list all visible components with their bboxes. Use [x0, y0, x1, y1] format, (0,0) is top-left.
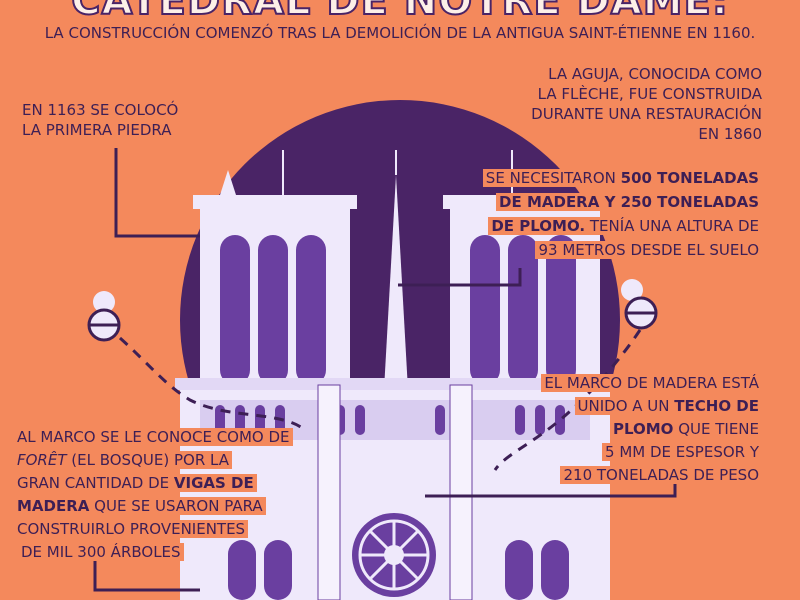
annotation-line: LA FLÈCHE, FUE CONSTRUIDA [537, 85, 762, 103]
annotation-line: LA PRIMERA PIEDRA [22, 121, 172, 139]
page-title: CATEDRAL DE NOTRE DAME: [70, 0, 729, 25]
annotation-text: 5 MM DE ESPESOR Y [602, 443, 762, 461]
rose-window-icon [352, 513, 436, 597]
annotation-line: LA AGUJA, CONOCIDA COMO [548, 65, 762, 83]
annotation-highlight: VIGAS DE [173, 474, 254, 492]
annotation-text: QUE SE USARON PARA [89, 497, 263, 515]
annotation-highlight: DE PLOMO. [491, 217, 586, 235]
annotation-text: CONSTRUIRLO PROVENIENTES [14, 520, 249, 538]
left-tower [193, 150, 357, 405]
annotation-foret: AL MARCO SE LE CONOCE COMO DE FORÊT (EL … [14, 426, 293, 564]
annotation-text: TENÍA UNA ALTURA DE [585, 217, 759, 235]
annotation-text: EL MARCO DE MADERA ESTÁ [541, 374, 762, 392]
annotation-spire: LA AGUJA, CONOCIDA COMO LA FLÈCHE, FUE C… [531, 64, 762, 144]
annotation-materials: SE NECESITARON 500 TONELADAS DE MADERA Y… [482, 166, 762, 262]
annotation-roof: EL MARCO DE MADERA ESTÁ UNIDO A UN TECHO… [541, 372, 762, 487]
bee-icon [87, 291, 121, 342]
page-subtitle: LA CONSTRUCCIÓN COMENZÓ TRAS LA DEMOLICI… [44, 24, 756, 42]
annotation-text: UNIDO A UN [577, 397, 675, 415]
spire [384, 175, 408, 390]
annotation-first-stone: EN 1163 SE COLOCÓ LA PRIMERA PIEDRA [22, 100, 178, 140]
annotation-highlight: DE MADERA Y 250 TONELADAS [499, 193, 759, 211]
facade [175, 378, 615, 600]
annotation-text: QUE TIENE [673, 420, 759, 438]
annotation-text: GRAN CANTIDAD DE [17, 474, 174, 492]
annotation-line: EN 1163 SE COLOCÓ [22, 101, 179, 119]
annotation-text: AL MARCO SE LE CONOCE COMO DE [14, 428, 293, 446]
annotation-highlight: 500 TONELADAS [620, 169, 759, 187]
callout-lines [93, 148, 677, 592]
annotation-text: (EL BOSQUE) POR LA [66, 451, 229, 469]
annotation-text: SE NECESITARON [485, 169, 621, 187]
annotation-highlight: TECHO DE [674, 397, 759, 415]
annotation-line: DURANTE UNA RESTAURACIÓN [531, 105, 762, 123]
bee-icon [621, 279, 658, 330]
annotation-italic: FORÊT [17, 451, 67, 469]
annotation-line: EN 1860 [698, 125, 762, 143]
annotation-highlight: PLOMO [612, 420, 674, 438]
right-tower [443, 150, 607, 405]
annotation-highlight: MADERA [17, 497, 90, 515]
annotation-text: 93 METROS DESDE EL SUELO [535, 241, 762, 259]
annotation-text: 210 TONELADAS DE PESO [560, 466, 762, 484]
annotation-text: DE MIL 300 ÁRBOLES [18, 543, 184, 561]
